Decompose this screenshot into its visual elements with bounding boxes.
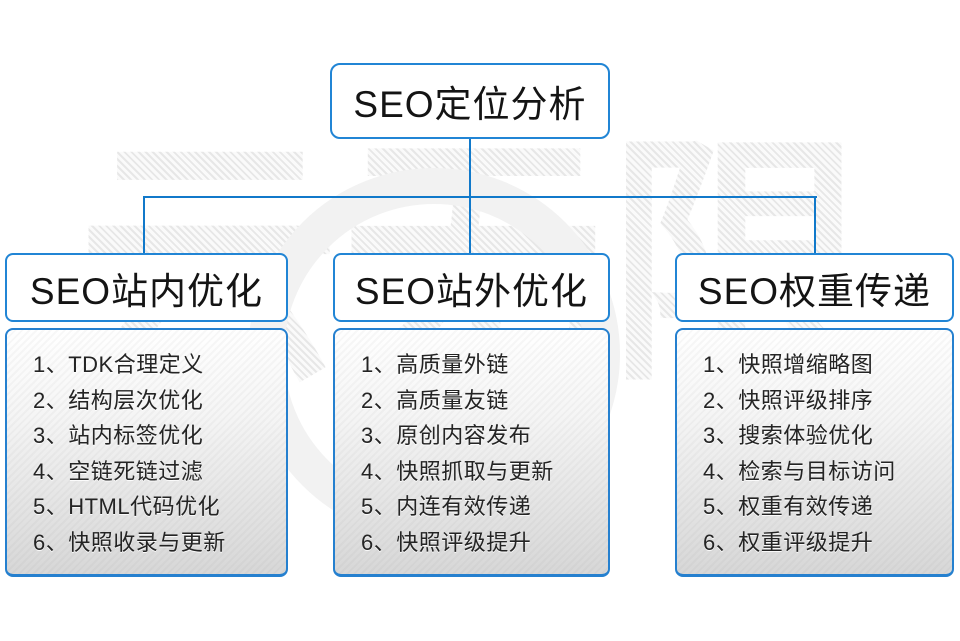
list-item: 3、搜索体验优化	[703, 423, 874, 449]
connector-drop-right	[814, 196, 816, 255]
list-item: 6、快照收录与更新	[33, 529, 226, 555]
connector-horizontal	[143, 196, 817, 198]
list-item: 1、高质量外链	[361, 352, 509, 377]
branch-column-onsite: SEO站内优化 1、TDK合理定义 2、结构层次优化 3、站内标签优化 4、空链…	[5, 253, 288, 577]
list-item: 6、快照评级提升	[361, 529, 532, 555]
branch-header: SEO权重传递	[675, 253, 954, 322]
branch-header-label: SEO站内优化	[29, 270, 264, 312]
list-item: 5、权重有效传递	[703, 494, 874, 520]
branch-header: SEO站外优化	[333, 253, 610, 322]
branch-item-list: 1、TDK合理定义 2、结构层次优化 3、站内标签优化 4、空链死链过滤 5、H…	[5, 328, 288, 577]
branch-column-offsite: SEO站外优化 1、高质量外链 2、高质量友链 3、原创内容发布 4、快照抓取与…	[333, 253, 610, 577]
branch-item-list: 1、高质量外链 2、高质量友链 3、原创内容发布 4、快照抓取与更新 5、内连有…	[333, 328, 610, 577]
connector-root-stem	[469, 139, 471, 198]
list-item: 6、权重评级提升	[703, 529, 874, 555]
list-item: 4、快照抓取与更新	[361, 458, 554, 484]
branch-header-label: SEO权重传递	[697, 270, 932, 312]
branch-header: SEO站内优化	[5, 253, 288, 322]
root-node: SEO定位分析	[330, 63, 610, 139]
list-item: 2、快照评级排序	[703, 387, 874, 413]
branch-header-label: SEO站外优化	[354, 270, 589, 312]
connector-drop-mid	[469, 196, 471, 255]
root-node-label: SEO定位分析	[353, 84, 587, 125]
list-item: 2、高质量友链	[361, 387, 509, 413]
connector-drop-left	[143, 196, 145, 255]
branch-item-list: 1、快照增缩略图 2、快照评级排序 3、搜索体验优化 4、检索与目标访问 5、权…	[675, 328, 954, 577]
list-item: 3、站内标签优化	[33, 423, 204, 449]
list-item: 4、空链死链过滤	[33, 458, 204, 484]
list-item: 1、TDK合理定义	[33, 352, 204, 377]
list-item: 1、快照增缩略图	[703, 352, 874, 377]
list-item: 5、内连有效传递	[361, 494, 532, 520]
branch-column-weight: SEO权重传递 1、快照增缩略图 2、快照评级排序 3、搜索体验优化 4、检索与…	[675, 253, 954, 577]
list-item: 3、原创内容发布	[361, 423, 532, 449]
list-item: 2、结构层次优化	[33, 387, 204, 413]
list-item: 4、检索与目标访问	[703, 458, 896, 484]
list-item: 5、HTML代码优化	[33, 494, 221, 520]
